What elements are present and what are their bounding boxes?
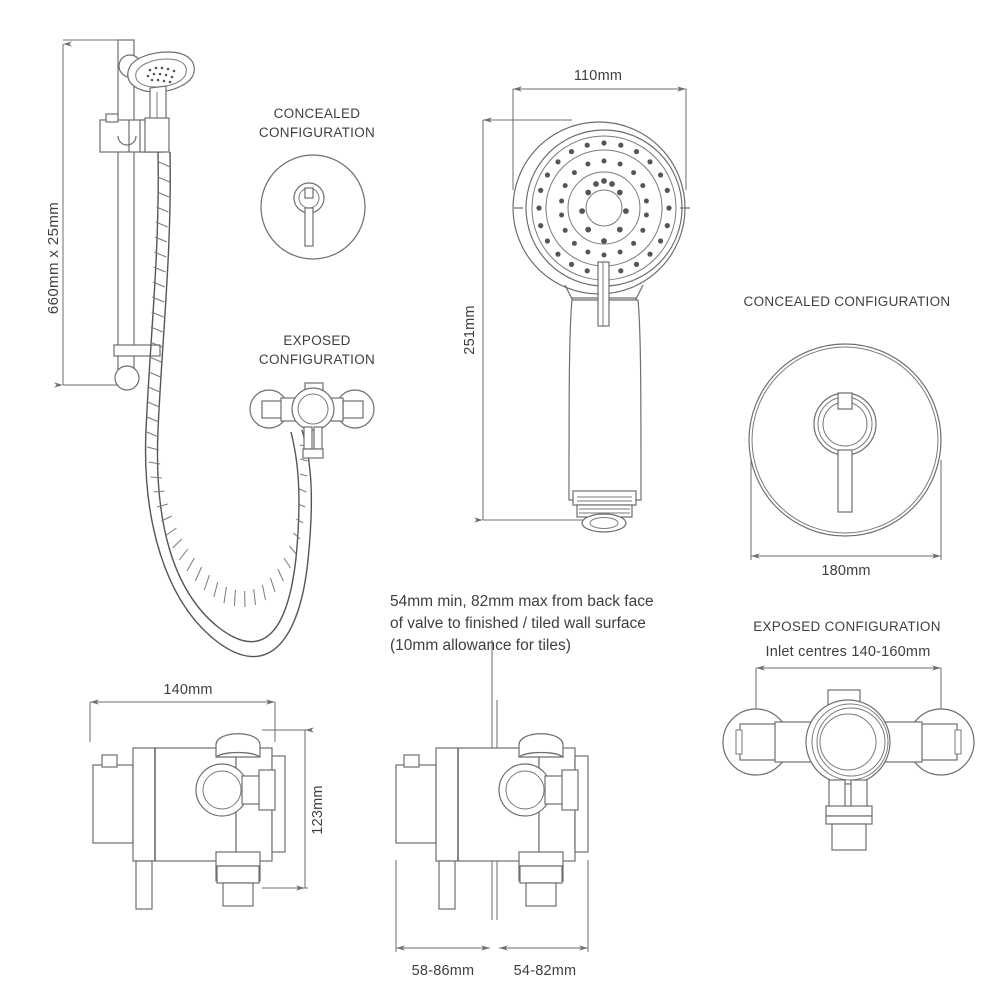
hand-shower-head: [512, 121, 690, 295]
exposed-small-label-line1: EXPOSED: [283, 333, 350, 348]
projection-note-line2: of valve to finished / tiled wall surfac…: [390, 615, 646, 632]
valve-height-label: 123mm: [310, 785, 326, 834]
exposed-small-valve: [249, 382, 375, 459]
slide-rail-bar: [114, 39, 142, 391]
concealed-configuration-large: CONCEALED CONFIGURATION 180mm: [744, 294, 951, 579]
valve-section-body: [395, 733, 589, 910]
hand-shower-handle: [568, 261, 642, 501]
concealed-small-lever: [293, 182, 325, 247]
exposed-large-valve: [722, 689, 975, 851]
exposed-configuration-small: EXPOSED CONFIGURATION: [249, 333, 375, 459]
exposed-small-label-line2: CONFIGURATION: [259, 352, 375, 367]
concealed-plate-dimension: 180mm: [750, 460, 942, 579]
hand-shower-width-dimension: 110mm: [512, 68, 687, 190]
projection-note-line1: 54mm min, 82mm max from back face: [390, 593, 654, 610]
flexible-hose: [144, 151, 313, 658]
slide-rail-kit-drawing: 660mm x 25mm: [45, 39, 313, 658]
projection-note: 54mm min, 82mm max from back face of val…: [390, 593, 654, 654]
hand-shower-connector: [572, 490, 637, 533]
section-right-label: 54-82mm: [514, 963, 577, 979]
hand-shower-drawing: 110mm 251mm: [462, 68, 690, 533]
valve-section-view-drawing: 58-86mm 54-82mm: [395, 640, 589, 979]
rail-lower-clamp: [113, 344, 161, 357]
exposed-configuration-large: EXPOSED CONFIGURATION Inlet centres 140-…: [722, 619, 975, 851]
valve-height-dimension: 123mm: [262, 727, 326, 891]
section-right-dimension: 54-82mm: [499, 860, 589, 979]
concealed-plate-diameter-label: 180mm: [821, 563, 870, 579]
inlet-centres-label: Inlet centres 140-160mm: [766, 644, 931, 660]
valve-width-label: 140mm: [163, 682, 212, 698]
projection-note-line3: (10mm allowance for tiles): [390, 637, 571, 654]
valve-width-dimension: 140mm: [89, 682, 276, 742]
valve-side-view-drawing: 140mm 123mm: [89, 682, 326, 910]
mounted-hand-shower: [127, 51, 195, 153]
slide-rail-dimension-label: 660mm x 25mm: [45, 202, 62, 314]
hand-shower-width-label: 110mm: [574, 68, 622, 84]
hand-shower-height-dimension: 251mm: [462, 117, 600, 523]
valve-side-body: [92, 733, 286, 910]
concealed-large-title: CONCEALED CONFIGURATION: [744, 294, 951, 309]
section-left-label: 58-86mm: [412, 963, 475, 979]
section-left-dimension: 58-86mm: [395, 860, 490, 979]
concealed-large-lever: [813, 392, 877, 513]
concealed-small-label-line1: CONCEALED: [274, 106, 361, 121]
concealed-configuration-small: CONCEALED CONFIGURATION: [259, 106, 375, 260]
hand-shower-height-label: 251mm: [462, 305, 478, 354]
exposed-large-title: EXPOSED CONFIGURATION: [753, 619, 941, 634]
concealed-small-label-line2: CONFIGURATION: [259, 125, 375, 140]
